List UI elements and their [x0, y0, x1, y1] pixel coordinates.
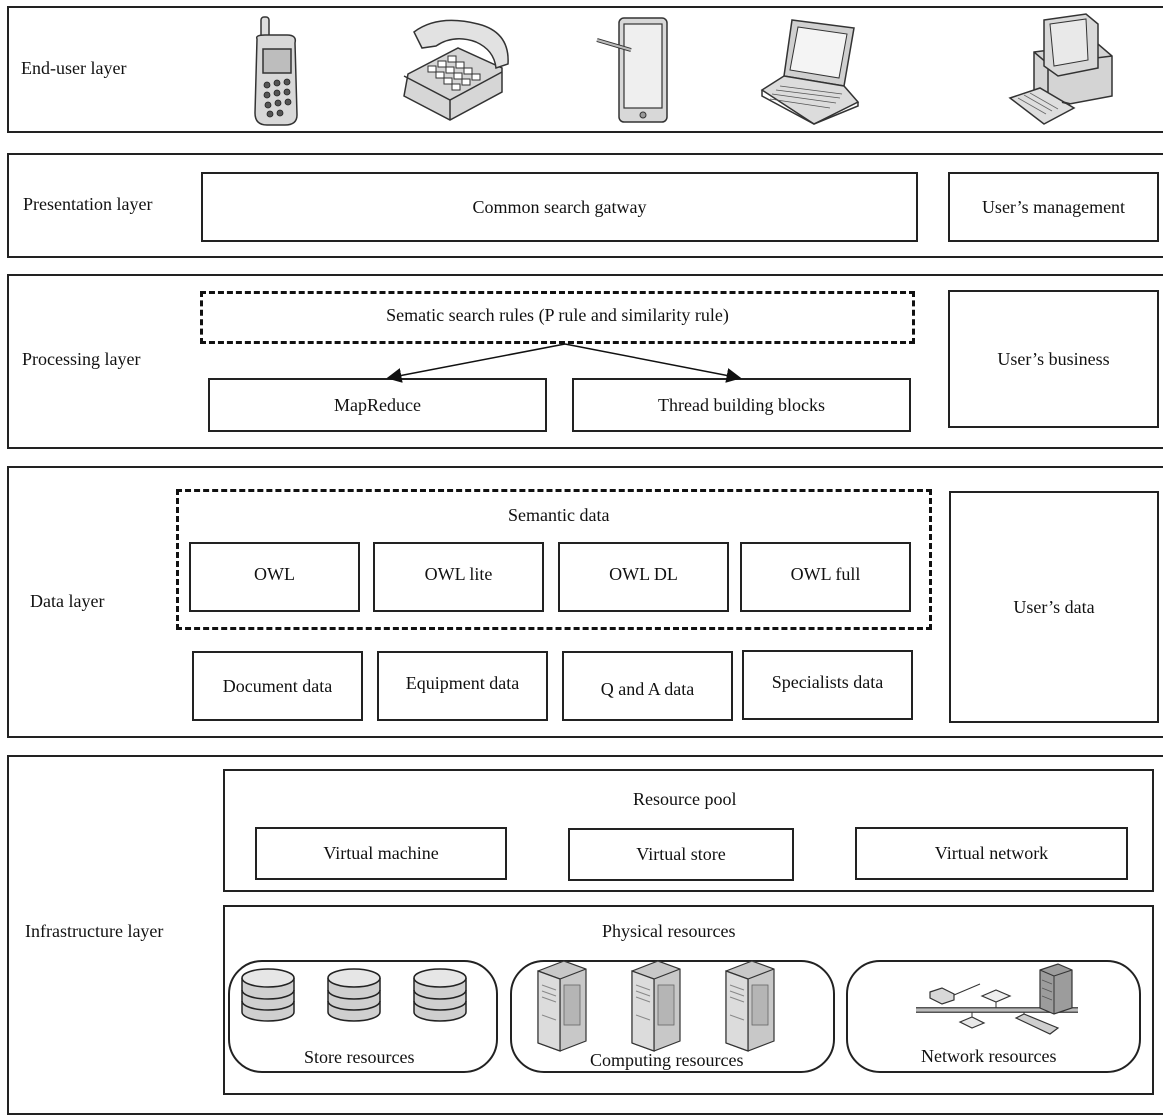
desk-telephone-icon — [403, 19, 509, 121]
mapreduce-box: MapReduce — [208, 378, 547, 432]
virtual-network-box: Virtual network — [855, 827, 1128, 880]
thread-building-blocks-box: Thread building blocks — [572, 378, 911, 432]
document-data-box: Document data — [192, 651, 363, 721]
owl-dl-box: OWL DL — [558, 542, 729, 612]
server-icons — [537, 960, 775, 1052]
presentation-layer-label: Presentation layer — [23, 194, 153, 214]
end-user-layer-label: End-user layer — [21, 58, 127, 78]
mobile-phone-icon — [254, 16, 298, 126]
users-business-box: User’s business — [948, 290, 1159, 428]
network-resources-group — [846, 960, 1141, 1073]
equipment-data-box: Equipment data — [377, 651, 548, 721]
computing-resources-label: Computing resources — [590, 1050, 744, 1070]
store-disk-icons — [241, 968, 467, 1022]
end-user-layer — [7, 6, 1163, 133]
infrastructure-layer-label: Infrastructure layer — [25, 921, 164, 941]
resource-pool-title: Resource pool — [633, 789, 737, 809]
semantic-data-group — [176, 489, 932, 630]
semantic-search-rules-box: Sematic search rules (P rule and similar… — [200, 291, 915, 344]
users-management-box: User’s management — [948, 172, 1159, 242]
owl-lite-box: OWL lite — [373, 542, 544, 612]
q-and-a-data-box: Q and A data — [562, 651, 733, 721]
owl-box: OWL — [189, 542, 360, 612]
network-devices-icon — [916, 963, 1078, 1035]
physical-resources-title: Physical resources — [602, 921, 736, 941]
network-resources-label: Network resources — [921, 1046, 1057, 1066]
semantic-data-title: Semantic data — [508, 505, 610, 525]
users-data-box: User’s data — [949, 491, 1159, 723]
owl-full-box: OWL full — [740, 542, 911, 612]
processing-layer-label: Processing layer — [22, 349, 141, 369]
common-search-gateway-box: Common search gatway — [201, 172, 918, 242]
virtual-store-box: Virtual store — [568, 828, 794, 881]
virtual-machine-box: Virtual machine — [255, 827, 507, 880]
laptop-icon — [760, 19, 860, 125]
store-resources-label: Store resources — [304, 1047, 415, 1067]
desktop-computer-icon — [1008, 13, 1113, 125]
tablet-icon — [596, 17, 668, 123]
data-layer-label: Data layer — [30, 591, 105, 611]
specialists-data-box: Specialists data — [742, 650, 913, 720]
